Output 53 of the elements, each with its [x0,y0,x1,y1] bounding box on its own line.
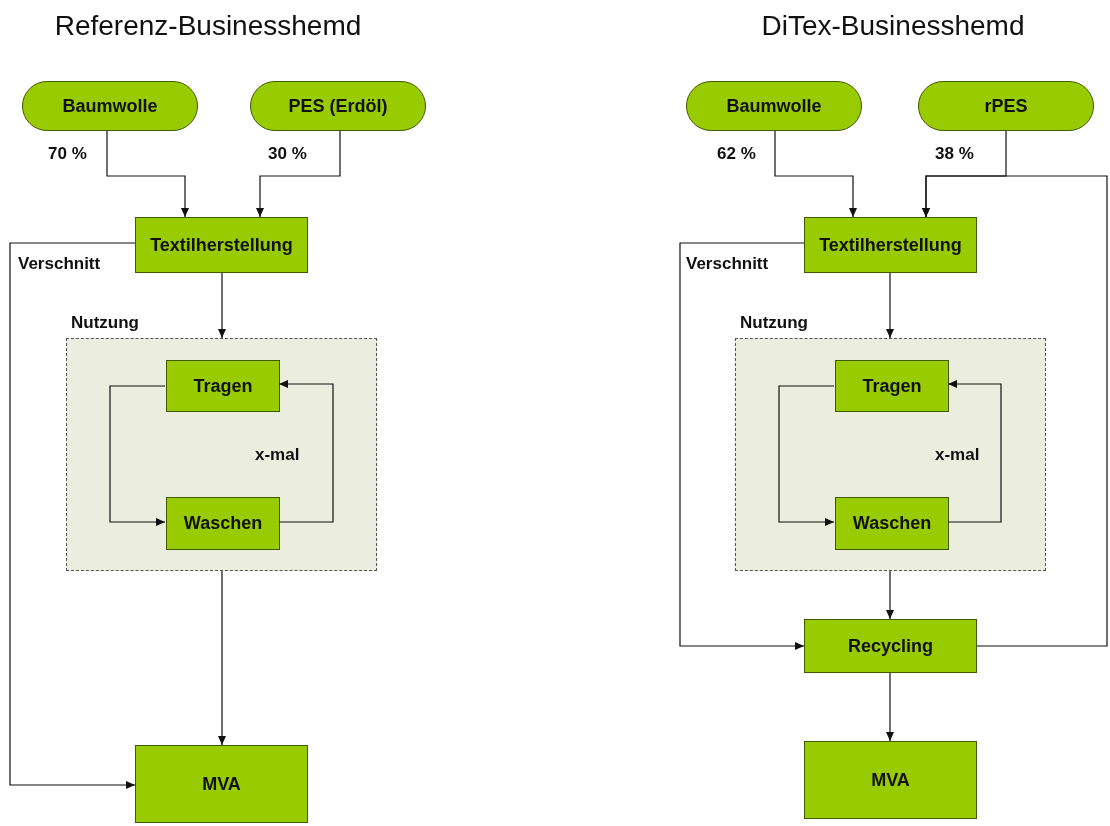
connector-arrow [9,242,136,789]
node-label: MVA [202,773,241,795]
edge-label: 62 % [717,144,756,164]
node-label: Textilherstellung [819,234,962,256]
connector-arrow [922,175,1108,647]
connector-arrow [774,130,857,218]
node-label: Tragen [193,375,253,397]
connector-arrow [106,130,189,218]
process-box [135,745,308,823]
group-heading: Nutzung [71,313,139,333]
node-label: MVA [871,769,910,791]
node-label: rPES [984,95,1028,117]
input-terminal [22,81,198,131]
diagram-heading: Referenz-Businesshemd [54,10,362,42]
node-label: Waschen [183,513,263,534]
process-box [804,741,977,819]
connector-arrow [278,380,334,523]
connector-arrow [886,272,894,339]
process-box [835,497,949,550]
process-box [166,497,280,550]
input-terminal [686,81,862,131]
process-box [166,360,280,412]
node-label: PES (Erdöl) [288,95,388,117]
node-label: Textilherstellung [150,234,293,256]
connector-arrow [778,385,835,526]
node-label: Baumwolle [726,95,822,117]
connector-arrow [679,242,805,650]
connector-arrow [109,385,166,526]
node-label: Waschen [852,513,932,534]
process-box [804,217,977,273]
group-heading: Nutzung [740,313,808,333]
edge-label: x-mal [255,445,300,465]
connector-arrow [218,570,226,746]
edge-label: 70 % [48,144,87,164]
connector-arrow [886,672,894,742]
process-box [804,619,977,673]
connector-arrow [947,380,1002,523]
input-terminal [250,81,426,131]
connector-arrow [256,130,341,218]
node-label: Baumwolle [62,95,158,117]
edge-label: x-mal [935,445,980,465]
connector-arrow [886,570,894,620]
edge-label: Verschnitt [18,254,101,274]
diagram-heading: DiTex-Businesshemd [761,10,1025,42]
edge-label: 38 % [935,144,974,164]
process-box [135,217,308,273]
process-box [835,360,949,412]
edge-label: Verschnitt [686,254,769,274]
edge-label: 30 % [268,144,307,164]
node-label: Recycling [847,635,933,657]
connector-arrow [218,272,226,339]
input-terminal [918,81,1094,131]
node-label: Tragen [862,375,922,397]
